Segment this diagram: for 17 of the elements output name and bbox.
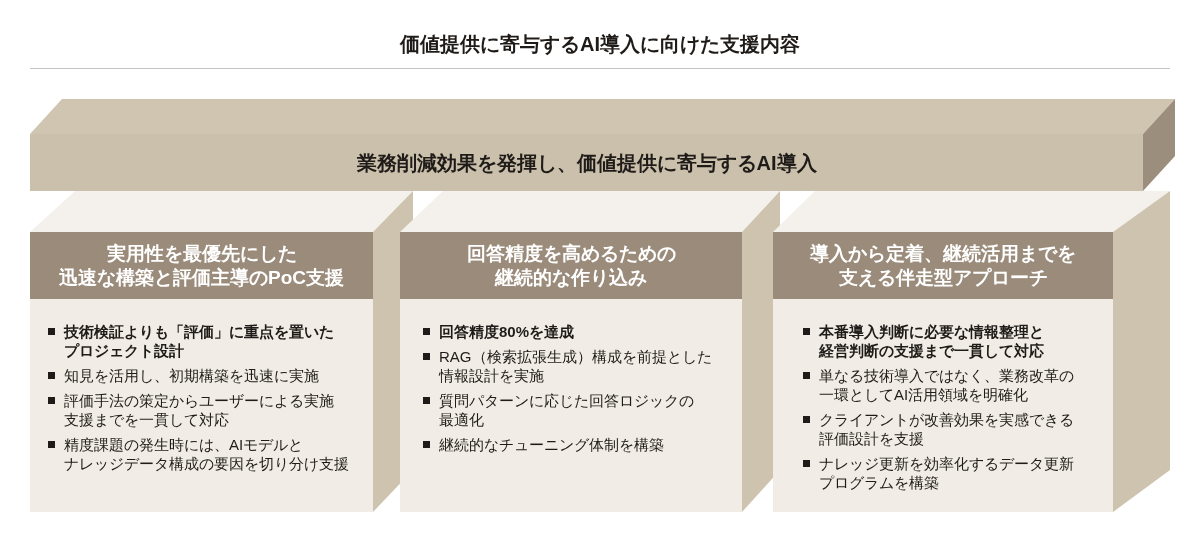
- bullet-text: 本番導入判断に必要な情報整理と経営判断の支援まで一貫して対応: [819, 322, 1044, 360]
- main-heading: 業務削減効果を発揮し、価値提供に寄与するAI導入: [356, 150, 817, 176]
- bullet-text: 評価手法の策定からユーザーによる実施支援までを一貫して対応: [64, 391, 334, 429]
- bullet-text: クライアントが改善効果を実感できる評価設計を支援: [819, 410, 1074, 448]
- bullet-text: ナレッジ更新を効率化するデータ更新プログラムを構築: [819, 454, 1074, 492]
- bullet-text: 精度課題の発生時には、AIモデルとナレッジデータ構成の要因を切り分け支援: [64, 435, 349, 473]
- title: 価値提供に寄与するAI導入に向けた支援内容: [400, 32, 800, 57]
- bullet-text: RAG（検索拡張生成）構成を前提とした情報設計を実施: [439, 347, 712, 385]
- bullet-text: 技術検証よりも「評価」に重点を置いたプロジェクト設計: [64, 322, 334, 360]
- header-band: 導入から定着、継続活用までを支える伴走型アプローチ: [773, 232, 1113, 299]
- bullet-text: 質問パターンに応じた回答ロジックの最適化: [439, 391, 694, 429]
- bullet-text: 単なる技術導入ではなく、業務改革の一環としてAI活用領域を明確化: [819, 366, 1074, 404]
- header-band: 実用性を最優先にした迅速な構築と評価主導のPoC支援: [30, 232, 373, 299]
- bullet-text: 知見を活用し、初期構築を迅速に実施: [64, 366, 319, 385]
- bullet-text: 回答精度80%を達成: [439, 322, 575, 341]
- bullet-text: 継続的なチューニング体制を構築: [439, 435, 664, 454]
- header-band: 回答精度を高めるための継続的な作り込み: [400, 232, 742, 299]
